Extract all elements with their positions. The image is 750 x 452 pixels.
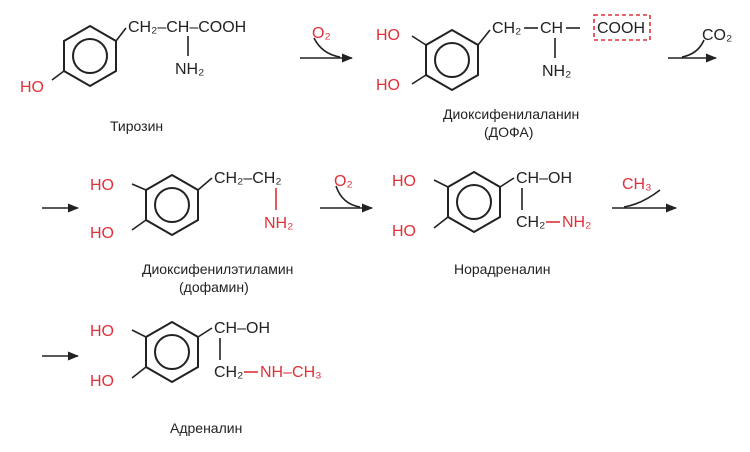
reagent-ch3: CH₃ [622, 176, 652, 193]
arrow-o2-2: O₂ [320, 173, 374, 213]
arrow-co2: CO₂ [668, 27, 732, 63]
dopa-structure: HO HO CH₂ CH COOH NH₂ [376, 14, 651, 94]
dopa-ch: CH [540, 20, 563, 37]
adrenaline-structure: HO HO CH–OH CH₂ NH–CH₃ [90, 320, 322, 390]
dopa-name-line1: Диоксифенилаланин [443, 106, 579, 122]
tyrosine-name: Тирозин [110, 118, 163, 134]
tyrosine-nh2: NH₂ [175, 61, 204, 78]
noradrenaline-structure: HO HO CH–OH CH₂ NH₂ [392, 170, 591, 240]
reagent-o2-second: O₂ [334, 173, 353, 190]
dopa-ho-1: HO [376, 27, 400, 44]
reagent-o2-first: O₂ [312, 25, 331, 42]
dopamine-chain: CH₂–CH₂ [214, 170, 282, 187]
noradrenaline-choh: CH–OH [516, 170, 572, 187]
noradrenaline-ch2: CH₂ [516, 214, 545, 231]
dopamine-ho-2: HO [90, 225, 114, 242]
tyrosine-chain: CH₂–CH–COOH [128, 19, 246, 36]
noradrenaline-ho-1: HO [392, 173, 416, 190]
dopa-cooh: COOH [597, 20, 645, 37]
adrenaline-ch2: CH₂ [214, 364, 243, 381]
dopa-ch2: CH₂ [492, 20, 521, 37]
dopa-nh2: NH₂ [542, 63, 571, 80]
adrenaline-ho-1: HO [90, 323, 114, 340]
adrenaline-nhch3: NH–CH₃ [260, 364, 322, 381]
dopa-ho-2: HO [376, 77, 400, 94]
noradrenaline-ho-2: HO [392, 223, 416, 240]
noradrenaline-nh2: NH₂ [562, 214, 591, 231]
tyrosine-ho: HO [20, 79, 44, 96]
dopa-cooh-box [593, 14, 651, 41]
dopamine-name-line1: Диоксифенилэтиламин [142, 261, 293, 277]
adrenaline-name: Адреналин [170, 420, 242, 436]
dopamine-structure: HO HO CH₂–CH₂ NH₂ [90, 170, 293, 242]
dopamine-nh2: NH₂ [264, 215, 293, 232]
dopamine-ho-1: HO [90, 177, 114, 194]
arrow-ch3: CH₃ [612, 176, 678, 213]
reagent-co2: CO₂ [702, 27, 732, 44]
dopamine-name-line2: (дофамин) [179, 279, 249, 295]
noradrenaline-name: Норадреналин [454, 261, 550, 277]
tyrosine-structure: HO CH₂–CH–COOH NH₂ [20, 19, 246, 96]
dopa-name-line2: (ДОФА) [484, 124, 533, 140]
adrenaline-ho-2: HO [90, 373, 114, 390]
arrow-o2-1: O₂ [300, 25, 354, 63]
adrenaline-choh: CH–OH [214, 320, 270, 337]
